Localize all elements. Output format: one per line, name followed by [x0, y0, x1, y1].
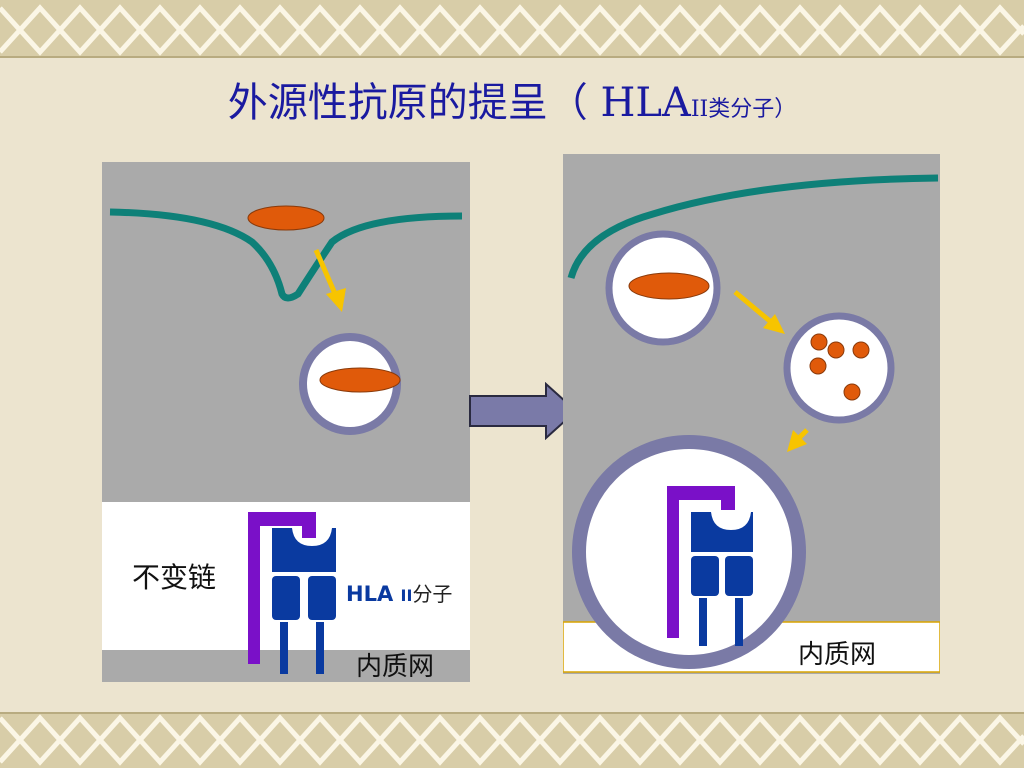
invariant-chain-label: 不变链 [132, 561, 217, 594]
mhc-loading-vesicle [572, 435, 806, 669]
right-endosome-antigen [628, 272, 710, 300]
right-hla-ii-molecule [691, 512, 753, 646]
extracellular-antigen [247, 205, 325, 231]
processing-arrow [733, 290, 785, 334]
uptake-arrow [313, 249, 346, 312]
slide-title: 外源性抗原的提呈（ HLAII类分子） [0, 70, 1024, 128]
invariant-chain [248, 512, 316, 664]
hla-ii-molecule [272, 528, 336, 674]
hla-label: HLA II分子 [346, 578, 452, 607]
title-roman: II [690, 97, 709, 122]
left-cell-membrane [109, 208, 463, 302]
title-main: 外源性抗原的提呈（ HLA [227, 80, 691, 126]
hla-label-roman: II [400, 586, 413, 605]
endosome-antigen [319, 367, 401, 393]
left-er-label: 内质网 [356, 652, 435, 682]
right-cell-membrane [567, 174, 939, 280]
hla-label-bold: HLA [346, 582, 394, 606]
bottom-decorative-border [0, 712, 1024, 768]
right-er-label: 内质网 [798, 640, 877, 670]
lysosome [783, 312, 895, 424]
loading-arrow [787, 428, 809, 452]
top-decorative-border [0, 0, 1024, 58]
peptide-fragments [809, 333, 870, 401]
left-panel-diagram [102, 162, 470, 682]
right-invariant-chain [667, 486, 735, 638]
hla-label-tail: 分子 [412, 582, 453, 606]
transition-arrow-icon [469, 382, 578, 440]
title-tail: 类分子） [708, 97, 797, 122]
right-panel-diagram [563, 154, 940, 674]
